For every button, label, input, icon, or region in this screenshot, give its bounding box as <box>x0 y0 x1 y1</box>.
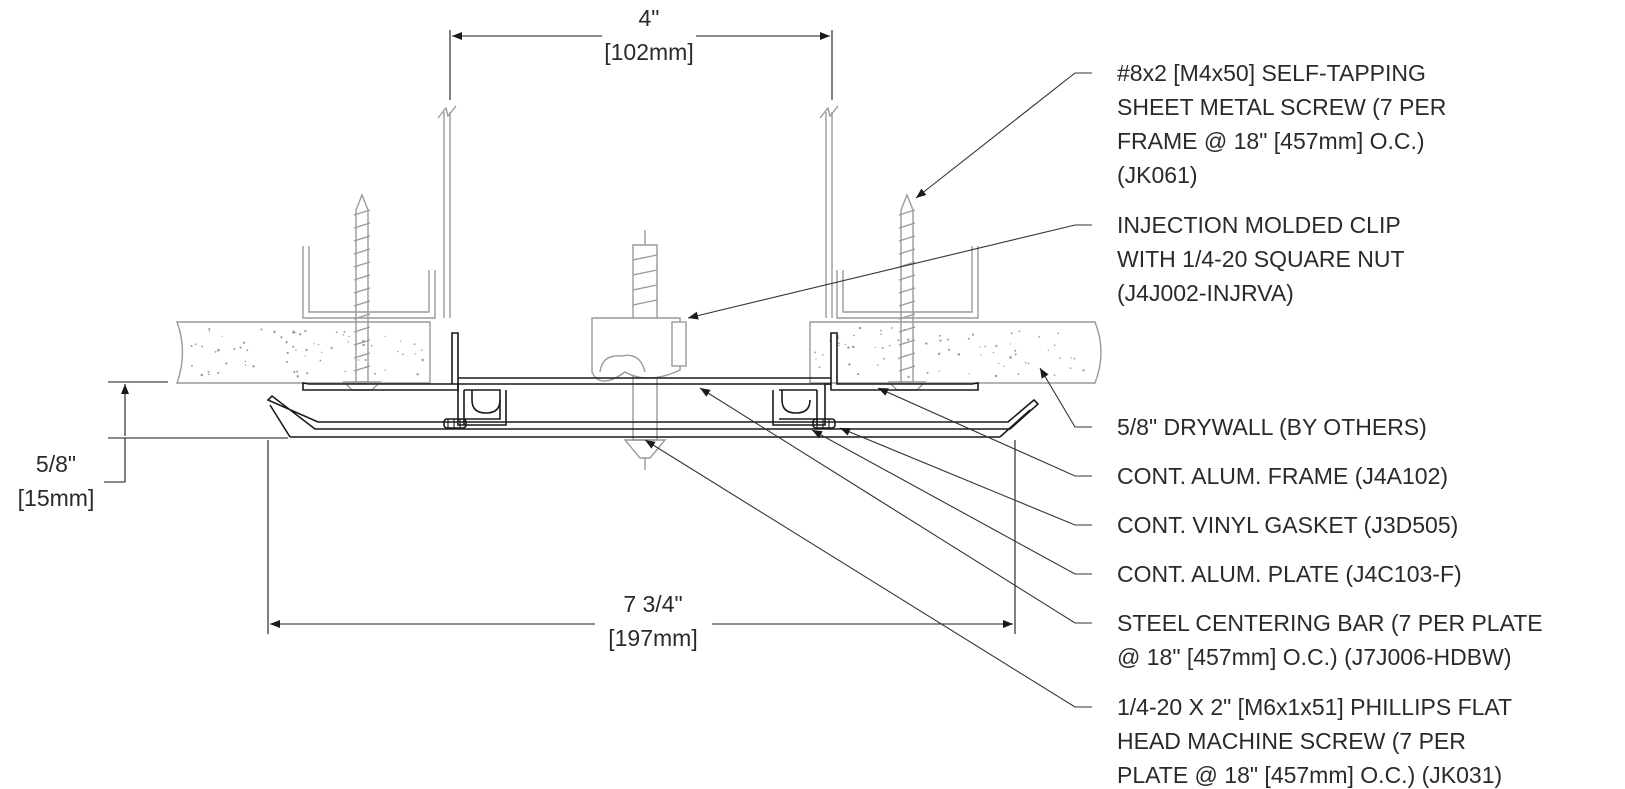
dim-bottom-imperial: 7 3/4" <box>623 591 682 617</box>
dimension-left <box>104 381 288 483</box>
callout-plate: CONT. ALUM. PLATE (J4C103-F) <box>1117 561 1462 587</box>
svg-text:CONT. ALUM. PLATE (J4C103-F): CONT. ALUM. PLATE (J4C103-F) <box>1117 561 1462 587</box>
dimension-top <box>449 30 833 100</box>
vinyl-gasket-right <box>812 418 836 429</box>
aluminum-frame-right <box>772 332 979 426</box>
callout-frame: CONT. ALUM. FRAME (J4A102) <box>1117 463 1448 489</box>
dim-bottom-metric: [197mm] <box>608 625 697 651</box>
injection-molded-clip <box>591 317 687 382</box>
dim-left-imperial: 5/8" <box>36 451 76 477</box>
callout-gasket: CONT. VINYL GASKET (J3D505) <box>1117 512 1458 538</box>
drywall-speckle <box>190 326 1085 379</box>
callout-drywall: 5/8" DRYWALL (BY OTHERS) <box>1117 414 1427 440</box>
stud-channel-right <box>836 246 979 319</box>
dimension-bottom <box>267 440 1016 634</box>
dim-left-metric: [15mm] <box>18 485 95 511</box>
svg-text:1/4-20 X 2" [M6x1x51] PHILLIPS: 1/4-20 X 2" [M6x1x51] PHILLIPS FLATHEAD … <box>1117 694 1512 788</box>
sheet-metal-screw-left <box>342 193 382 391</box>
drywall-right <box>809 321 1102 384</box>
svg-text:CONT. VINYL GASKET (J3D505): CONT. VINYL GASKET (J3D505) <box>1117 512 1458 538</box>
leader-lines <box>644 72 1092 708</box>
svg-text:CONT. ALUM. FRAME (J4A102): CONT. ALUM. FRAME (J4A102) <box>1117 463 1448 489</box>
aluminum-plate <box>266 394 1040 438</box>
callout-centering-bar: STEEL CENTERING BAR (7 PER PLATE@ 18" [4… <box>1117 610 1543 670</box>
sheet-metal-screw-right <box>887 193 927 391</box>
stud-channel-left <box>302 246 436 319</box>
svg-text:STEEL CENTERING BAR (7 PER PLA: STEEL CENTERING BAR (7 PER PLATE@ 18" [4… <box>1117 610 1543 670</box>
dim-top-metric: [102mm] <box>604 39 693 65</box>
frame-top-span <box>458 377 831 385</box>
vinyl-gasket-left <box>443 418 467 429</box>
dim-top-imperial: 4" <box>639 5 660 31</box>
aluminum-frame-left <box>302 332 507 426</box>
drywall-left <box>175 321 431 384</box>
svg-text:5/8" DRYWALL (BY OTHERS): 5/8" DRYWALL (BY OTHERS) <box>1117 414 1427 440</box>
stud-extension-lines <box>437 105 839 318</box>
